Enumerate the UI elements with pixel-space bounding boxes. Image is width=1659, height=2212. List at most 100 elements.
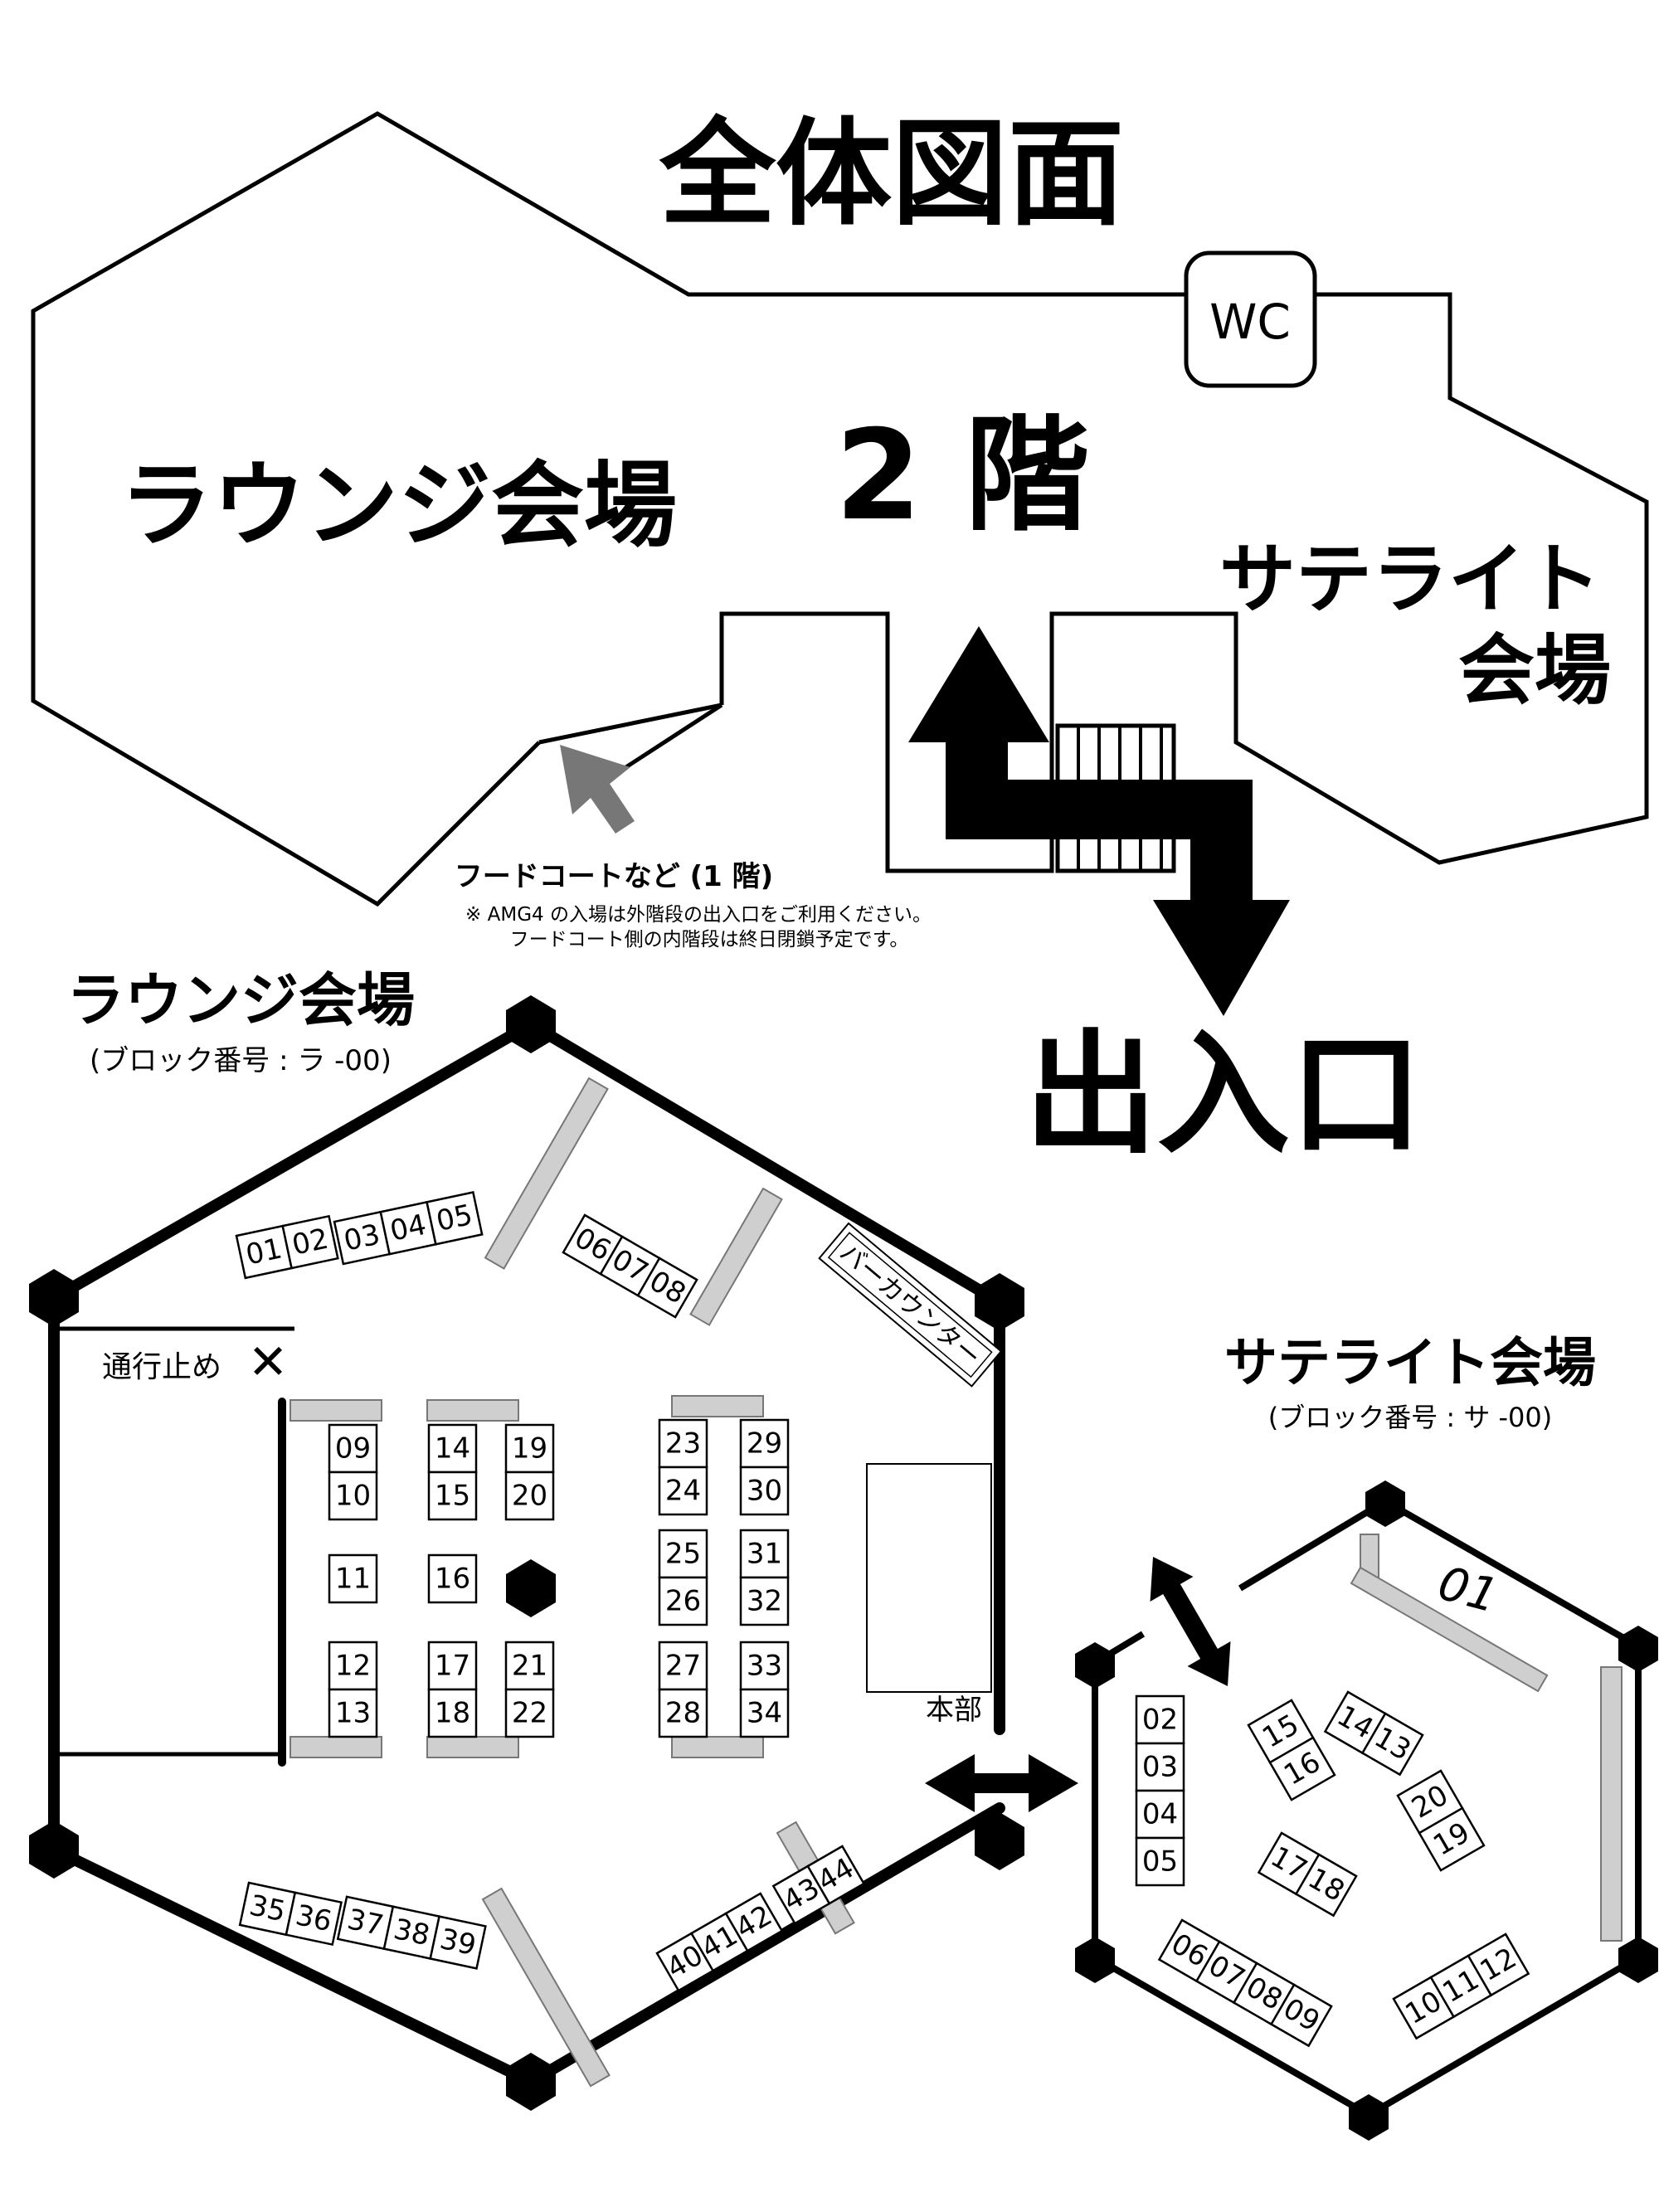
lounge-hall-title: ラウンジ会場 [66, 966, 415, 1034]
booth-label: 10 [335, 1480, 371, 1513]
booth-label: 29 [747, 1427, 782, 1461]
booth-group-column-4: 23 24 25 26 27 28 [658, 1418, 708, 1738]
booth-08[interactable]: 08 [636, 1257, 698, 1319]
booth-10[interactable]: 10 [328, 1471, 378, 1521]
closed-mark-icon: ✕ [248, 1334, 289, 1390]
booth-28[interactable]: 28 [658, 1688, 708, 1738]
booth-label: 36 [293, 1898, 335, 1938]
booth-18[interactable]: 18 [1294, 1853, 1358, 1918]
booth-19[interactable]: 19 [504, 1423, 555, 1474]
overview-map: WC 全体図面 2 階 ラウンジ会場 サテライト 会場 フードコートなど (1 … [31, 107, 1649, 1172]
booth-label: 17 [435, 1650, 470, 1683]
booth-01[interactable]: 01 [235, 1224, 294, 1280]
booth-16[interactable]: 16 [1268, 1736, 1336, 1801]
booth-21[interactable]: 21 [504, 1641, 555, 1691]
connection-arrow [925, 1754, 1078, 1812]
booth-38[interactable]: 38 [382, 1905, 441, 1960]
booth-01-partition-b [1350, 1566, 1549, 1693]
satellite-block-note: (ブロック番号 : サ -00) [1268, 1402, 1553, 1433]
booth-group-left: 02 03 04 05 [1135, 1694, 1185, 1887]
booth-label: 02 [1142, 1704, 1178, 1737]
lounge-block-note: (ブロック番号 : ラ -00) [90, 1044, 392, 1077]
booth-05[interactable]: 05 [1135, 1836, 1185, 1887]
booth-24[interactable]: 24 [658, 1466, 708, 1516]
booth-25[interactable]: 25 [658, 1529, 708, 1579]
booth-19[interactable]: 19 [1418, 1806, 1486, 1872]
booth-label: 01 [243, 1232, 285, 1271]
booth-13[interactable]: 13 [1360, 1712, 1424, 1777]
booth-label: 34 [747, 1697, 782, 1730]
satellite-wall-a [1092, 1497, 1642, 2119]
hq-area [866, 1463, 992, 1693]
booth-label: 28 [665, 1697, 701, 1730]
booth-03[interactable]: 03 [1135, 1742, 1185, 1792]
booth-label: 30 [747, 1475, 782, 1508]
booth-39[interactable]: 39 [429, 1915, 487, 1970]
booth-09[interactable]: 09 [1269, 1983, 1333, 2048]
lounge-wall [48, 1017, 1005, 2088]
booth-26[interactable]: 26 [658, 1576, 708, 1626]
booth-label: 23 [665, 1427, 701, 1461]
booth-label: 12 [335, 1650, 371, 1683]
booth-12[interactable]: 12 [328, 1641, 378, 1691]
booth-22[interactable]: 22 [504, 1688, 555, 1738]
booth-label: 03 [1142, 1751, 1178, 1784]
wc-label: WC [1209, 294, 1291, 350]
booth-12[interactable]: 12 [1467, 1932, 1530, 1997]
booth-06[interactable]: 06 [562, 1213, 624, 1276]
booth-32[interactable]: 32 [739, 1576, 790, 1626]
booth-34[interactable]: 34 [739, 1688, 790, 1738]
booth-23[interactable]: 23 [658, 1418, 708, 1469]
booth-37[interactable]: 37 [336, 1895, 395, 1951]
booth-13[interactable]: 13 [328, 1688, 378, 1738]
booth-14[interactable]: 14 [427, 1423, 478, 1474]
food-court-label: フードコートなど (1 階) [455, 860, 773, 893]
satellite-pillars [1075, 1480, 1658, 2141]
booth-15[interactable]: 15 [427, 1471, 478, 1521]
booth-16[interactable]: 16 [427, 1553, 478, 1604]
closed-label: 通行止め [102, 1350, 221, 1384]
booth-29[interactable]: 29 [739, 1418, 790, 1469]
booth-label: 15 [435, 1480, 470, 1513]
booth-label: 19 [512, 1432, 547, 1466]
satellite-right-partition [1600, 1666, 1623, 1942]
satellite-hall-title: サテライト会場 [1224, 1333, 1596, 1394]
booth-30[interactable]: 30 [739, 1466, 790, 1516]
booth-18[interactable]: 18 [427, 1688, 478, 1738]
booth-02[interactable]: 02 [281, 1214, 339, 1270]
lounge-outline [31, 111, 1649, 907]
booth-04[interactable]: 04 [379, 1200, 437, 1256]
lounge-area-label: ラウンジ会場 [119, 452, 677, 560]
booth-label: 25 [665, 1538, 701, 1571]
booth-33[interactable]: 33 [739, 1641, 790, 1691]
booth-label: 24 [665, 1475, 701, 1508]
entrance-label: 出入口 [1024, 1017, 1423, 1172]
booth-05[interactable]: 05 [426, 1191, 484, 1246]
booth-09[interactable]: 09 [328, 1423, 378, 1474]
booth-11[interactable]: 11 [328, 1553, 378, 1604]
lounge-pillars [29, 995, 1024, 2111]
booth-03[interactable]: 03 [333, 1210, 392, 1266]
booth-label: 21 [512, 1650, 547, 1683]
booth-36[interactable]: 36 [285, 1891, 343, 1947]
center-pillar [506, 1559, 556, 1617]
booth-31[interactable]: 31 [739, 1529, 790, 1579]
booth-04[interactable]: 04 [1135, 1789, 1185, 1840]
booth-label: 05 [1142, 1845, 1178, 1879]
booth-27[interactable]: 27 [658, 1641, 708, 1691]
booth-17[interactable]: 17 [427, 1641, 478, 1691]
booth-35[interactable]: 35 [238, 1881, 297, 1937]
overview-title: 全体図面 [659, 107, 1124, 242]
booth-02[interactable]: 02 [1135, 1694, 1185, 1745]
booth-20[interactable]: 20 [504, 1471, 555, 1521]
